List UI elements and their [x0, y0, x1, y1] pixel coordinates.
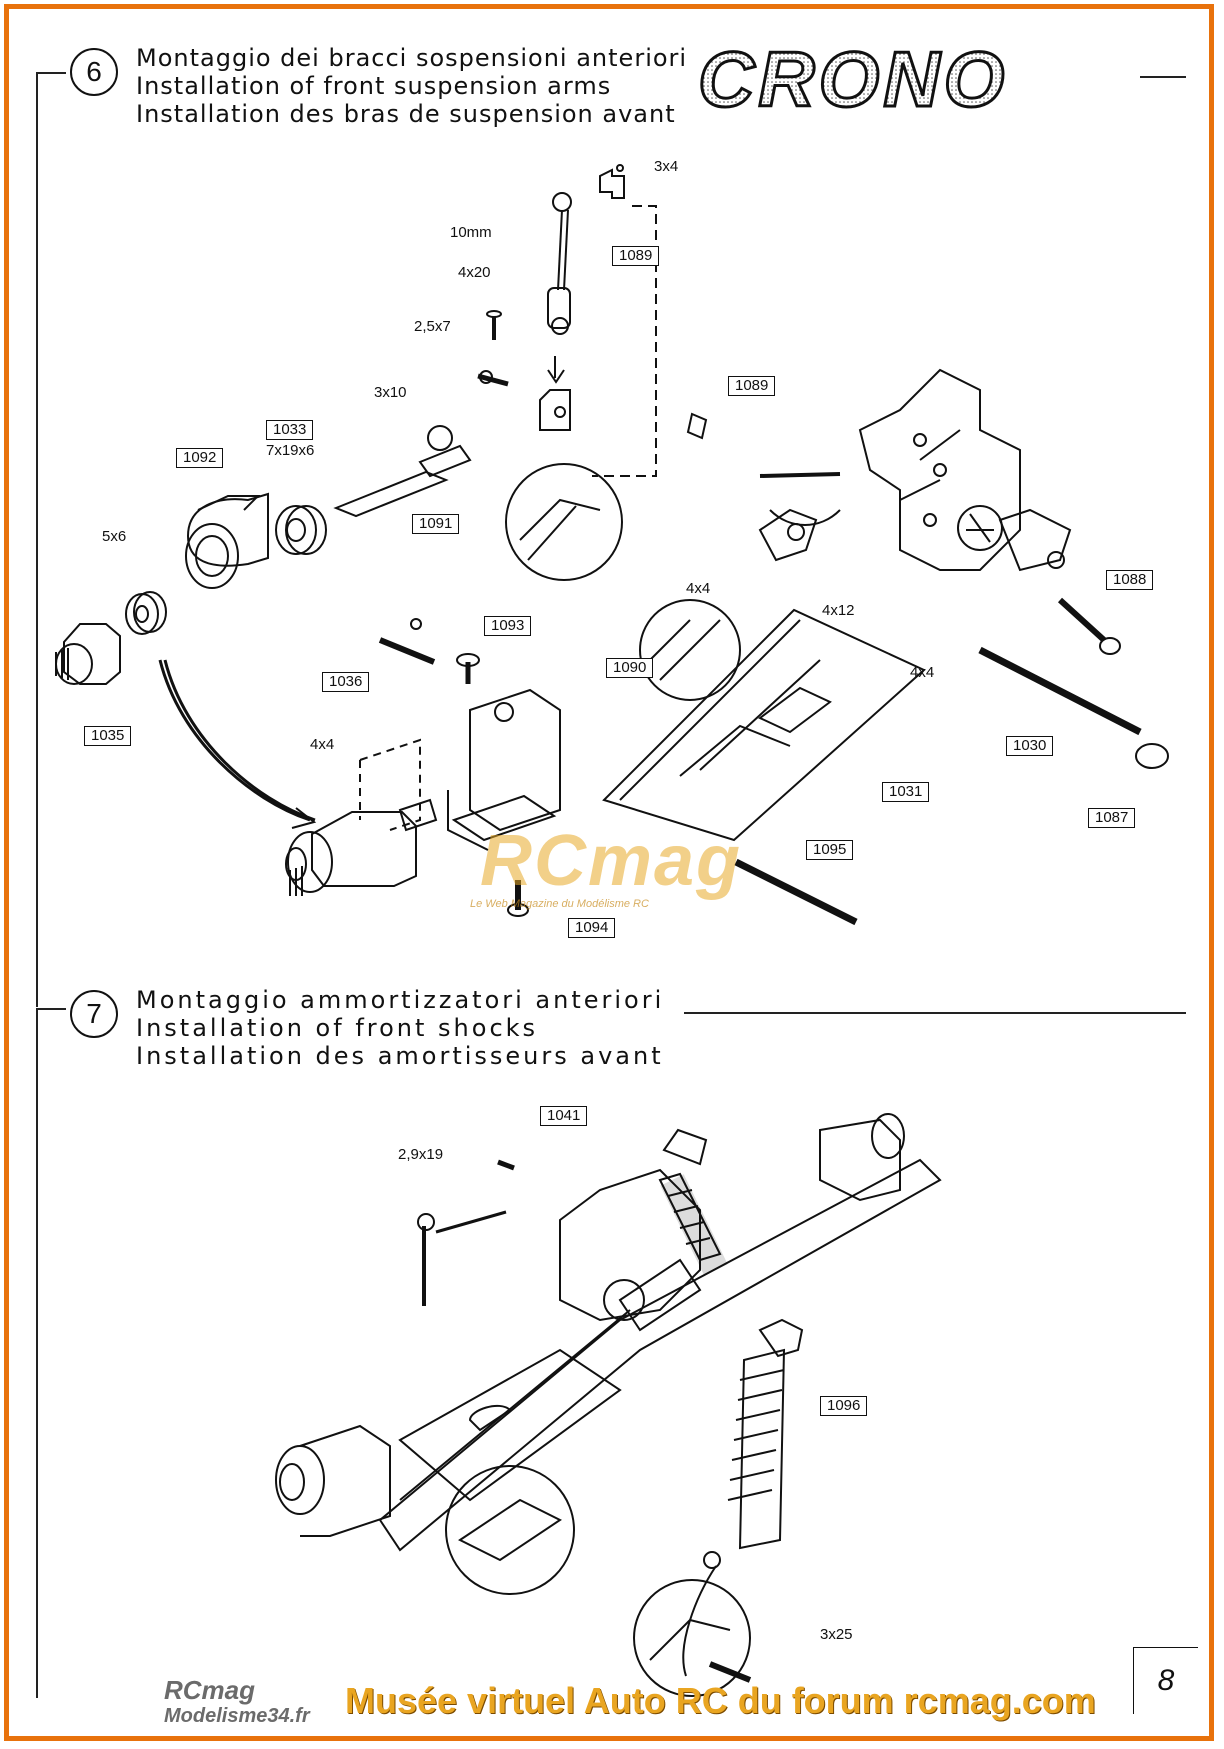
step-6-title-fr: Installation des bras de suspension avan… [136, 100, 676, 128]
step-7-number: 7 [70, 990, 118, 1038]
step-6-exploded-drawing [55, 164, 1169, 926]
part-1092-hub-carrier: 1092 [176, 448, 224, 468]
section-6-rule-left [36, 72, 66, 74]
step-6-title: Montaggio dei bracci sospensioni anterio… [136, 44, 687, 128]
label-3x10: 3x10 [374, 384, 407, 401]
label-4x4-b: 4x4 [910, 664, 935, 681]
step-6-title-it: Montaggio dei bracci sospensioni anterio… [136, 44, 688, 72]
label-5x6: 5x6 [102, 528, 127, 545]
label-3x4: 3x4 [654, 158, 679, 175]
step-7-title-it: Montaggio ammortizzatori anteriori [136, 986, 665, 1014]
part-1094-screw: 1094 [568, 918, 616, 938]
label-4x4-c: 4x4 [310, 736, 335, 753]
rcmag-watermark-subtitle: Le Web Magazine du Modélisme RC [470, 898, 649, 910]
part-1095-pin: 1095 [806, 840, 854, 860]
footer-rcmag-logo: RCmag [164, 1675, 256, 1705]
step-7-title-fr: Installation des amortisseurs avant [136, 1042, 664, 1070]
page-border [4, 4, 1214, 1741]
label-4x4-a: 4x4 [686, 580, 711, 597]
footer-modelisme-logo: Modelisme34.fr [164, 1705, 310, 1727]
label-7x19x6: 7x19x6 [266, 442, 315, 459]
page-number: 8 [1133, 1647, 1198, 1714]
part-1036-pin: 1036 [322, 672, 370, 692]
crono-logo-text: CRONO [698, 44, 1008, 116]
part-1096-shock: 1096 [820, 1396, 868, 1416]
part-1089-pin: 1089 [728, 376, 776, 396]
part-1035-hex: 1035 [84, 726, 132, 746]
label-2-5x7: 2,5x7 [414, 318, 451, 335]
part-1088-screw: 1088 [1106, 570, 1154, 590]
step-7-title-en: Installation of front shocks [136, 1014, 539, 1042]
part-1087-cap: 1087 [1088, 808, 1136, 828]
section-6-rule-right [1140, 76, 1186, 78]
rcmag-watermark: RCmag [480, 821, 743, 901]
section-6-rule-vertical [36, 72, 38, 1007]
label-4x12: 4x12 [822, 602, 855, 619]
part-1090-rod: 1090 [606, 658, 654, 678]
part-1089-link: 1089 [612, 246, 660, 266]
label-4x20: 4x20 [458, 264, 491, 281]
step-7-title: Montaggio ammortizzatori anteriori Insta… [136, 986, 664, 1070]
label-3x25: 3x25 [820, 1626, 853, 1643]
label-10mm: 10mm [450, 224, 492, 241]
section-7-rule-vertical [36, 1008, 38, 1698]
part-1031-arm: 1031 [882, 782, 930, 802]
step-6-title-en: Installation of front suspension arms [136, 72, 612, 100]
part-1033-bearing: 1033 [266, 420, 314, 440]
part-1091-driveshaft: 1091 [412, 514, 460, 534]
section-7-rule-right [684, 1012, 1186, 1014]
label-2-9x19: 2,9x19 [398, 1146, 444, 1163]
footer-banner: Musée virtuel Auto RC du forum rcmag.com [345, 1680, 1096, 1721]
crono-logo: CRONO [697, 44, 1008, 116]
part-1041: 1041 [540, 1106, 588, 1126]
part-1030-pin: 1030 [1006, 736, 1054, 756]
step-6-number: 6 [70, 48, 118, 96]
section-7-rule-left [36, 1008, 66, 1010]
part-1093-c-hub: 1093 [484, 616, 532, 636]
